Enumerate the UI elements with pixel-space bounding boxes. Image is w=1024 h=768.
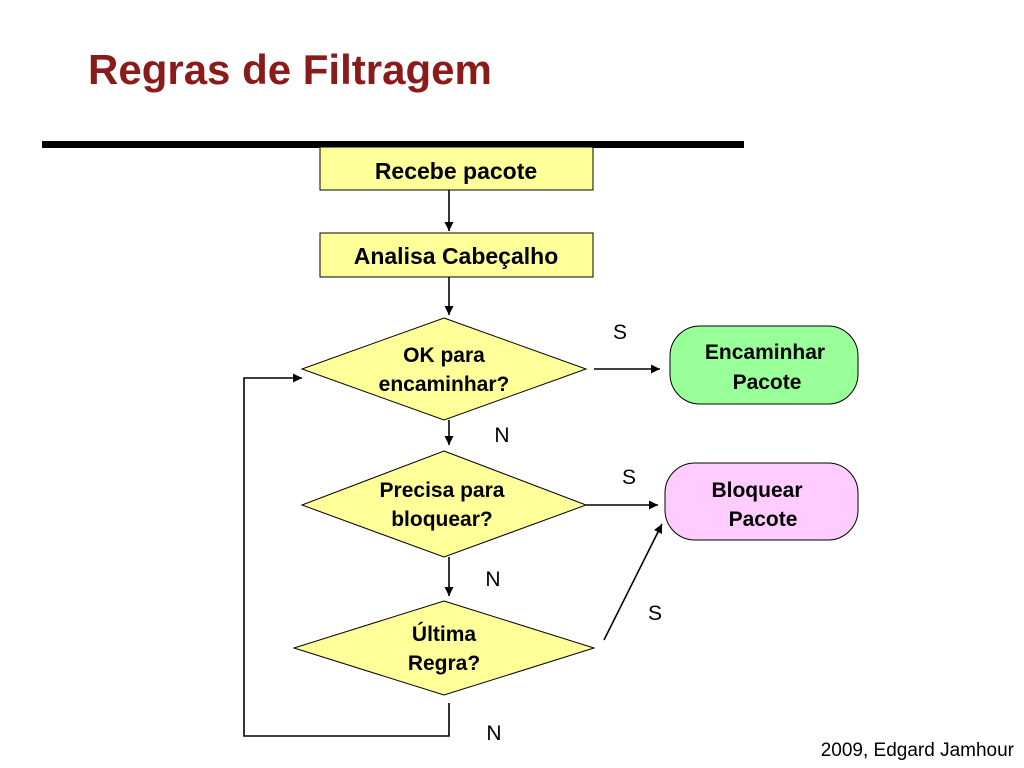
decision-ok-line2: encaminhar? xyxy=(379,373,510,396)
decision-ok-line1: OK para xyxy=(403,344,485,367)
arrow-last-to-block xyxy=(603,523,663,641)
decision-ok-to-forward: OK para encaminhar? xyxy=(300,317,588,421)
terminal-block-packet: Bloquear Pacote xyxy=(664,462,859,541)
decision-need-to-block: Precisa para bloquear? xyxy=(300,450,588,558)
decision-last-rule: Última Regra? xyxy=(292,600,596,696)
process-analyze-label: Analisa Cabeçalho xyxy=(354,243,559,269)
terminal-forward-packet: Encaminhar Pacote xyxy=(669,325,859,405)
process-receive-label: Recebe pacote xyxy=(375,158,537,184)
edge-label-block-yes: S xyxy=(622,466,636,489)
edge-label-ok-no: N xyxy=(494,424,509,447)
slide-title: Regras de Filtragem xyxy=(88,46,492,93)
decision-block-line2: bloquear? xyxy=(391,508,493,531)
edge-label-block-no: N xyxy=(485,568,500,591)
terminal-forward-line1: Encaminhar xyxy=(705,341,825,364)
terminal-block-line1: Bloquear xyxy=(711,479,802,502)
process-receive-packet: Recebe pacote xyxy=(319,146,594,191)
decision-last-line2: Regra? xyxy=(408,652,480,675)
title-divider xyxy=(42,141,744,148)
footer-credit: 2009, Edgard Jamhour xyxy=(820,740,1014,761)
arrow-last-loop-back xyxy=(243,373,450,737)
process-analyze-header: Analisa Cabeçalho xyxy=(319,232,594,278)
edge-label-last-no: N xyxy=(486,722,501,745)
decision-last-line1: Última xyxy=(412,622,477,646)
edge-label-last-yes: S xyxy=(648,602,662,625)
edge-label-ok-yes: S xyxy=(613,321,627,344)
terminal-block-line2: Pacote xyxy=(729,508,798,531)
terminal-forward-line2: Pacote xyxy=(733,371,802,394)
decision-block-line1: Precisa para xyxy=(380,479,505,502)
